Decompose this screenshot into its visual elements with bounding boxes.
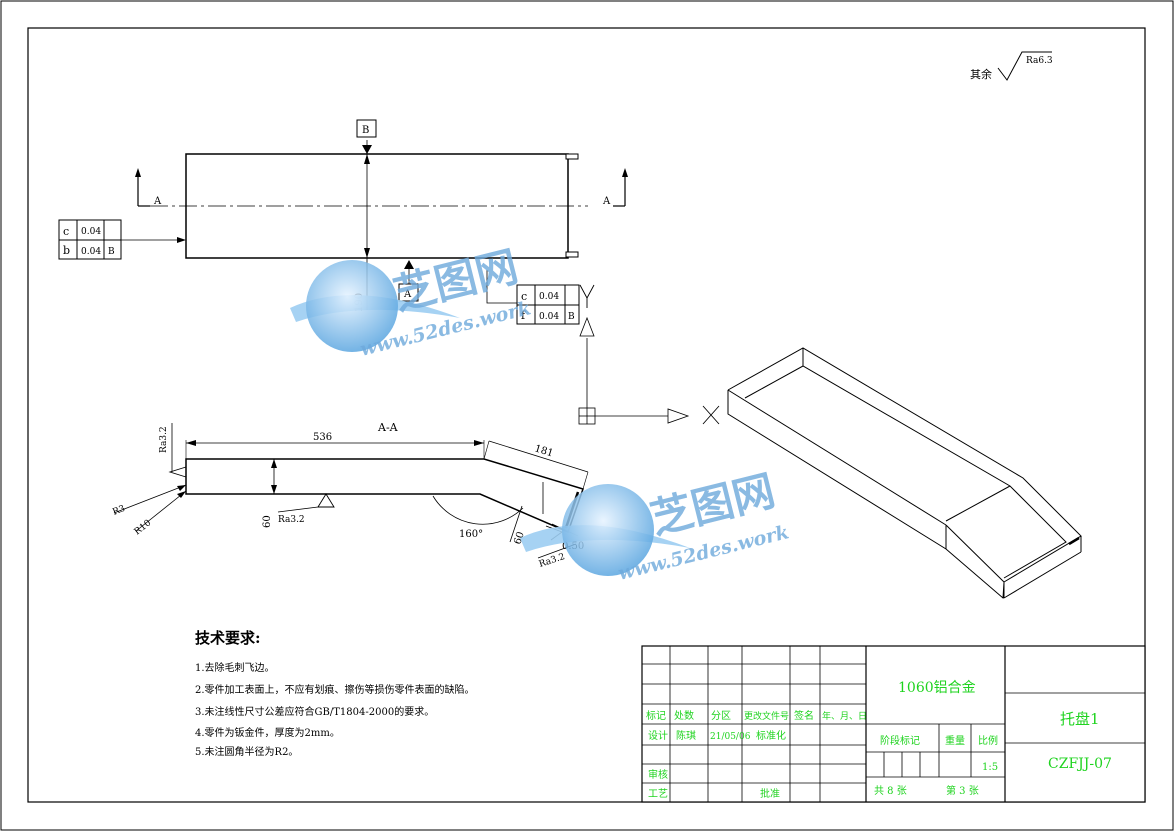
tb-scale-label: 比例	[978, 734, 998, 747]
tb-sheet-no: 第 3 张	[946, 784, 979, 797]
tech-requirements: 技术要求: 1.去除毛刺飞边。 2.零件加工表面上，不应有划痕、擦伤等损伤零件表…	[195, 629, 475, 758]
section-profile	[185, 458, 584, 534]
dim-line-slope	[488, 440, 589, 473]
tb-designer: 陈琪	[676, 729, 696, 742]
axis-y-glyph	[579, 284, 595, 308]
roughness-symbol	[997, 51, 1052, 81]
tb-date: 21/05/06	[710, 732, 751, 742]
tech-req-5: 5.未注圆角半径为R2。	[195, 745, 298, 758]
axis-x-glyph	[702, 405, 720, 425]
rough-right-label: Ra3.2	[538, 552, 566, 570]
section-view: A-A 536 181 60 60 160° 0.50 Ra3.2	[111, 421, 589, 570]
tol-right-sym-1: c	[521, 290, 527, 303]
section-mark-left-label: A	[153, 196, 162, 207]
roughness-prefix: 其余	[970, 67, 992, 81]
roughness-top: Ra3.2	[159, 423, 187, 478]
dim-length-label: 536	[313, 432, 332, 443]
tb-sheets: 共 8 张	[874, 785, 907, 797]
roughness-note: 其余 Ra6.3	[970, 51, 1053, 81]
radius-small-label: R3	[111, 504, 127, 518]
section-mark-left-arrow	[135, 168, 141, 177]
tb-standardize: 标准化	[756, 729, 786, 742]
tol-right-sym-2: f	[521, 309, 526, 322]
tb-stage-mark: 阶段标记	[880, 734, 920, 747]
tb-header-count: 处数	[674, 709, 694, 722]
datum-a-box	[398, 283, 419, 302]
datum-b-label: B	[362, 125, 369, 136]
tolerance-frame-right: c 0.04 f 0.04 B	[486, 270, 580, 325]
tolerance-frame-left: c 0.04 b 0.04 B	[58, 219, 186, 260]
dim-line-height-right	[509, 505, 523, 543]
tol-left-ref-2: B	[108, 247, 115, 257]
tol-left-sym-1: c	[63, 225, 69, 238]
tol-right-val-1: 0.04	[539, 292, 559, 302]
tb-approve: 批准	[760, 787, 780, 800]
tb-material: 1060铝合金	[898, 680, 976, 696]
tb-review: 审核	[648, 768, 668, 781]
tol-right-ref-2: B	[568, 312, 575, 322]
roughness-value: Ra6.3	[1026, 56, 1053, 66]
tb-part-name: 托盘1	[1060, 710, 1100, 728]
dim-height-left-label: 60	[262, 515, 273, 528]
tech-req-3: 3.未注线性尺寸公差应符合GB/T1804-2000的要求。	[195, 705, 434, 718]
section-mark-right-label: A	[602, 196, 611, 207]
tb-header-date: 年、月、日	[822, 710, 867, 722]
tb-drawing-no: CZFJJ-07	[1048, 756, 1112, 772]
tb-header-mark: 标记	[646, 710, 666, 722]
watermark-lower: 芝图网 www.52des.work	[520, 466, 791, 585]
datum-a-label: A	[403, 289, 412, 300]
datum-b-triangle	[362, 145, 372, 154]
tol-right-val-2: 0.04	[539, 312, 559, 322]
tb-header-change-doc: 更改文件号	[744, 710, 789, 722]
roughness-bottom: Ra3.2	[277, 493, 335, 525]
section-title: A-A	[377, 421, 399, 434]
watermark-globe-icon	[306, 260, 398, 352]
tol-left-sym-2: b	[63, 244, 70, 257]
rough-top-label: Ra3.2	[159, 426, 169, 453]
datum-a-triangle	[404, 260, 414, 269]
tech-requirements-title: 技术要求:	[195, 629, 261, 647]
top-view-tab-upper	[565, 153, 579, 160]
tb-header-signature: 签名	[794, 709, 814, 722]
dim-slope-label: 181	[533, 443, 554, 459]
inner-border	[27, 27, 1146, 803]
title-block: 标记 处数 分区 更改文件号 签名 年、月、日 设计 陈琪 21/05/06 标…	[641, 645, 1146, 803]
section-mark-right-arrow	[622, 168, 628, 177]
dim-angle-arc	[432, 495, 524, 525]
tb-scale: 1:5	[982, 762, 998, 773]
radius-large-label: R10	[133, 518, 154, 537]
rough-bottom-label: Ra3.2	[278, 515, 305, 525]
top-view-tab-lower	[565, 251, 579, 258]
tol-left-val-2: 0.04	[81, 247, 101, 257]
tech-req-2: 2.零件加工表面上，不应有划痕、擦伤等损伤零件表面的缺陷。	[195, 683, 475, 696]
tb-process: 工艺	[648, 788, 668, 800]
ucs-axis-icon	[578, 284, 720, 425]
watermark-globe-icon	[562, 484, 654, 576]
watermark-upper: 芝图网 www.52des.work	[290, 242, 533, 361]
tech-req-4: 4.零件为钣金件，厚度为2mm。	[195, 726, 340, 739]
tech-req-1: 1.去除毛刺飞边。	[195, 661, 275, 674]
isometric-view	[727, 347, 1082, 600]
tb-design-label: 设计	[648, 729, 668, 742]
leader-r10	[135, 490, 187, 532]
datum-b-box	[356, 119, 377, 138]
tb-header-zone: 分区	[711, 710, 731, 722]
dim-angle-label: 160°	[459, 529, 483, 540]
tb-weight: 重量	[945, 734, 965, 747]
tol-left-val-1: 0.04	[81, 227, 101, 237]
leader-r3	[113, 484, 187, 514]
